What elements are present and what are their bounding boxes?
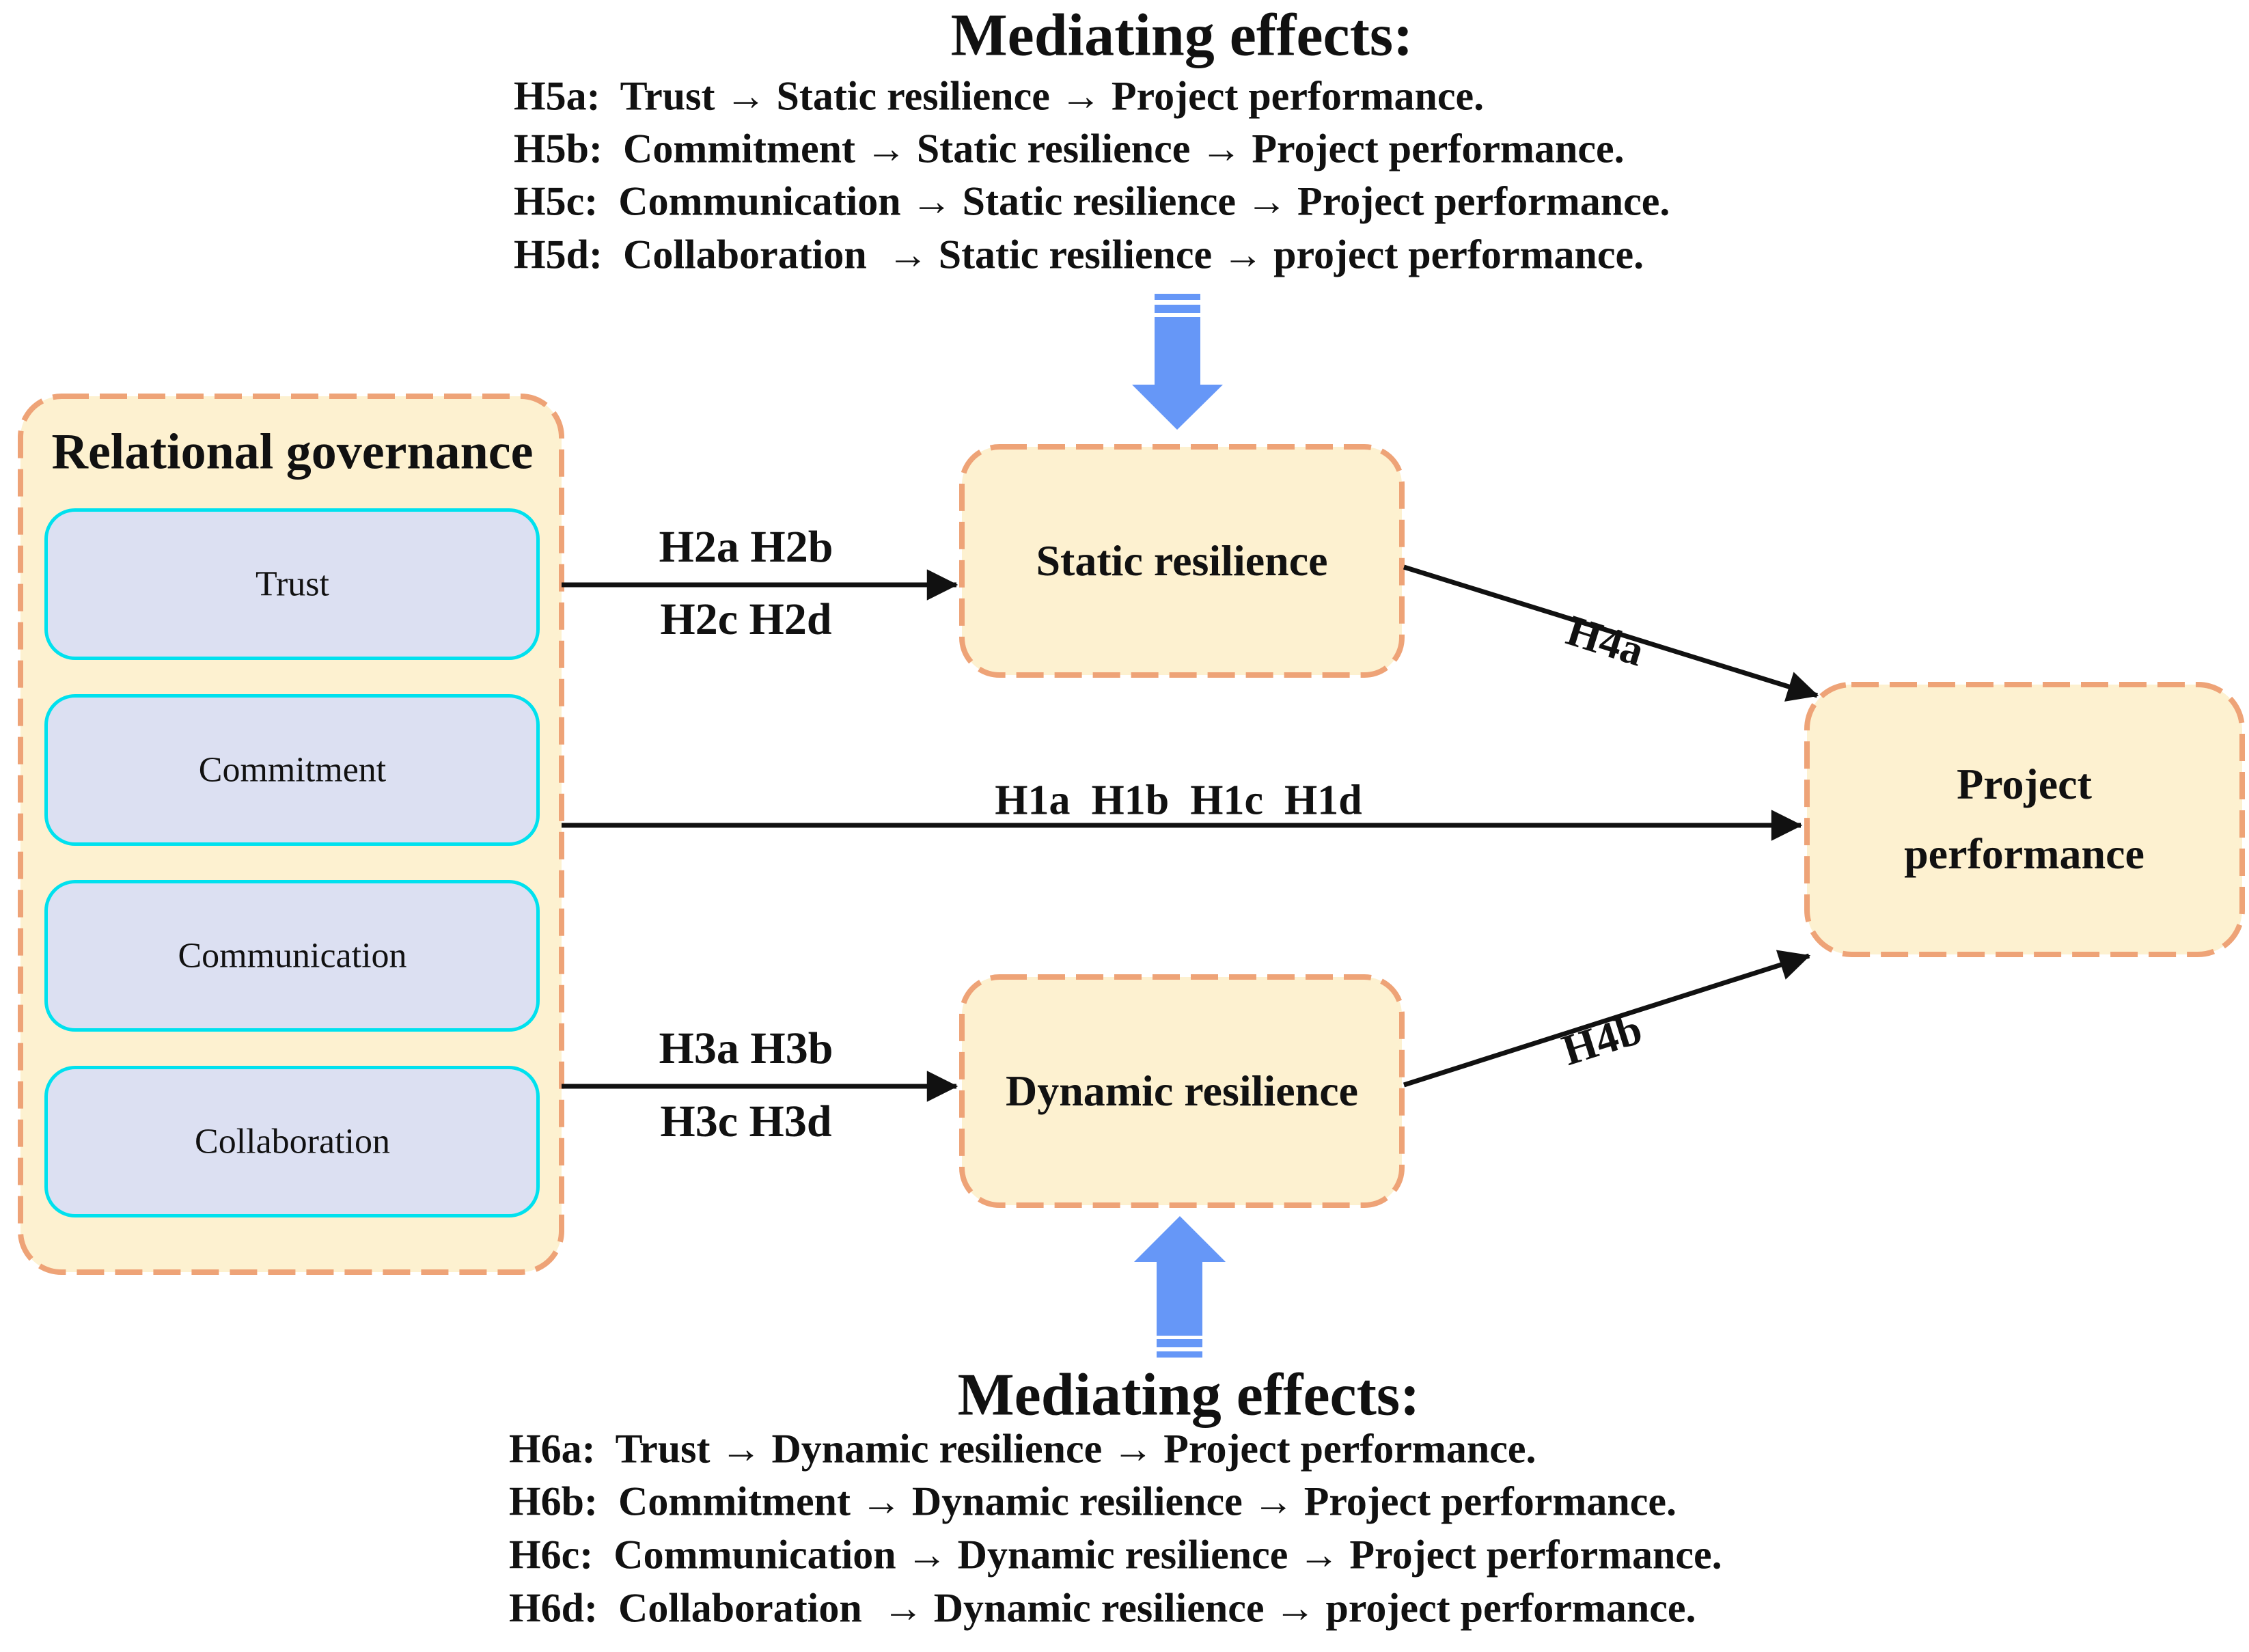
factor-label-trust: Trust: [256, 564, 329, 604]
h3-label-top: H3a H3b: [659, 1023, 833, 1073]
project-performance-label-line2: performance: [1904, 829, 2144, 878]
mediating-down-arrow: [1132, 294, 1223, 430]
hypothesis-h6a: H6a: Trust → Dynamic resilience → Projec…: [509, 1426, 1536, 1472]
factor-label-collaboration: Collaboration: [195, 1122, 390, 1161]
hypothesis-h5a: H5a: Trust → Static resilience → Project…: [514, 73, 1485, 119]
dynamic-resilience-box: [959, 974, 1405, 1208]
h4b-arrow: [1403, 950, 1811, 1088]
factor-box-communication: [44, 880, 540, 1032]
hypothesis-h6b: H6b: Commitment → Dynamic resilience → P…: [509, 1478, 1677, 1524]
hypothesis-h5b: H5b: Commitment → Static resilience → Pr…: [514, 126, 1625, 171]
h2-label-bottom: H2c H2d: [660, 594, 832, 644]
h4a-arrow: [1403, 564, 1819, 702]
project-performance-label-line1: Project: [1957, 760, 2092, 808]
project-performance-box: [1804, 682, 2245, 957]
static-resilience-label: Static resilience: [1036, 536, 1328, 585]
factor-label-commitment: Commitment: [198, 750, 387, 790]
top-mediating-title: Mediating effects:: [950, 2, 1413, 69]
bottom-mediating-title: Mediating effects:: [957, 1362, 1420, 1429]
factor-label-communication: Communication: [178, 936, 407, 976]
factor-box-trust: [44, 508, 540, 660]
hypothesis-h6c: H6c: Communication → Dynamic resilience …: [509, 1532, 1722, 1578]
hypothesis-h5c: H5c: Communication → Static resilience →…: [514, 178, 1670, 224]
h2-label-top: H2a H2b: [659, 522, 833, 572]
hypothesis-h5d: H5d: Collaboration → Static resilience →…: [514, 232, 1644, 277]
static-resilience-box: [959, 444, 1405, 678]
factor-box-collaboration: [44, 1066, 540, 1217]
mediating-up-arrow: [1134, 1216, 1226, 1358]
relational-governance-title: Relational governance: [51, 424, 534, 480]
dynamic-resilience-label: Dynamic resilience: [1005, 1066, 1359, 1115]
h1-label: H1a H1b H1c H1d: [995, 777, 1362, 824]
h3-label-bottom: H3c H3d: [660, 1097, 832, 1146]
factor-box-commitment: [44, 694, 540, 846]
hypothesis-h6d: H6d: Collaboration → Dynamic resilience …: [509, 1585, 1696, 1631]
